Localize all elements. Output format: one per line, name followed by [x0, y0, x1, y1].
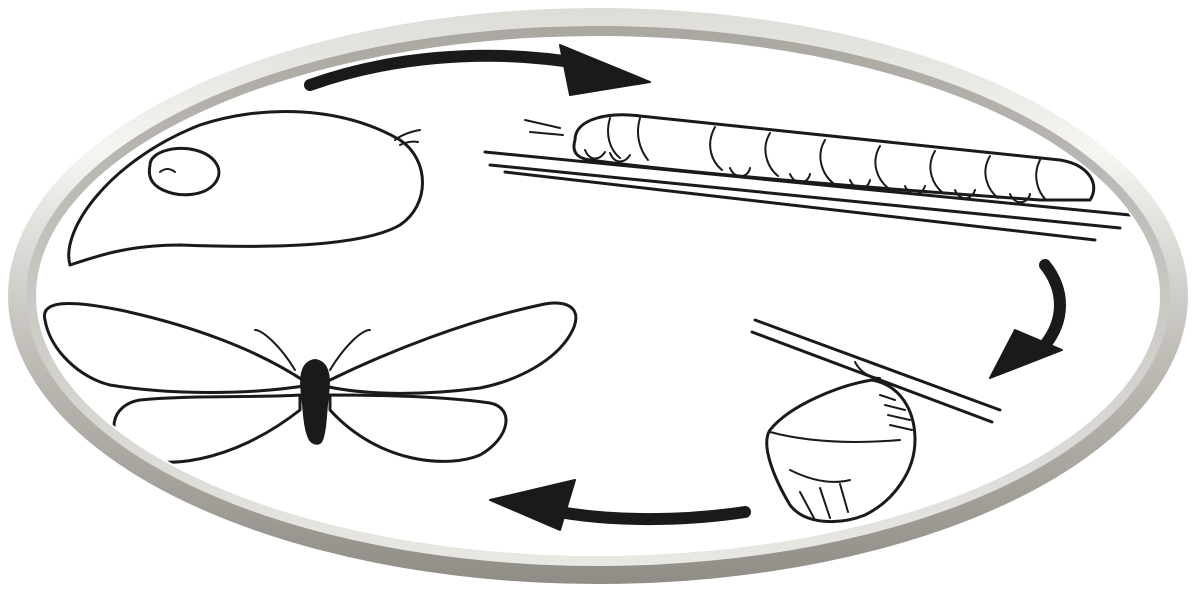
oval-frame: [8, 8, 1188, 584]
